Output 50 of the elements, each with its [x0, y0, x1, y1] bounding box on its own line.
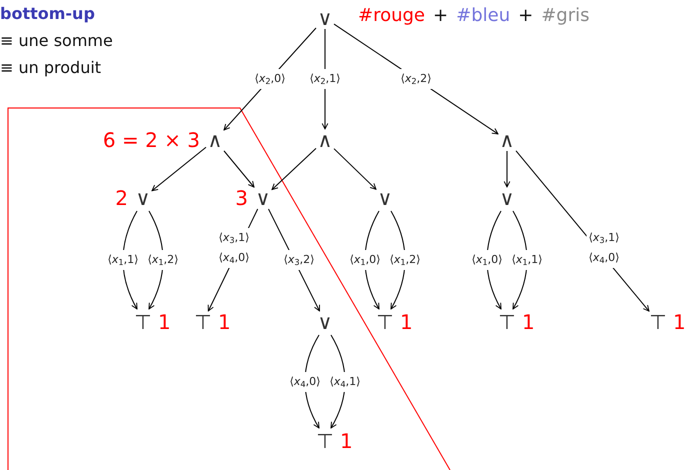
arrow: [504, 150, 510, 188]
legend-text: ≡ un produit: [0, 57, 102, 79]
edge-label: ⟨x$_{4}$,1⟩: [328, 372, 362, 392]
edge-label: ⟨x$_{1}$,2⟩: [388, 250, 422, 270]
operator-symbol: ⊤: [498, 312, 516, 332]
operator-symbol: ⊤: [134, 312, 152, 332]
count-value: 1: [673, 309, 686, 336]
color-note: #gris: [541, 4, 590, 28]
edge-label: ⟨x$_{1}$,2⟩: [146, 250, 180, 270]
legend-text: ≡ une somme: [0, 30, 113, 52]
arrow: [272, 148, 316, 190]
count-value: 2: [115, 185, 128, 212]
edge-label: ⟨x$_{3}$,2⟩: [282, 250, 316, 270]
operator-symbol: ∨: [136, 188, 150, 208]
operator-symbol: ∨: [256, 188, 270, 208]
operator-symbol: ⊤: [194, 312, 212, 332]
operator-symbol: ∨: [500, 188, 514, 208]
edge-label: ⟨x$_{2}$,2⟩: [398, 69, 434, 89]
edge-label: ⟨x$_{3}$,1⟩ ⟨x$_{4}$,0⟩: [216, 228, 252, 268]
arrow: [152, 146, 206, 192]
operator-symbol: ∨: [318, 312, 332, 332]
edge-label: ⟨x$_{1}$,0⟩: [470, 250, 504, 270]
count-value: 6 = 2 × 3: [102, 127, 200, 154]
operator-symbol: ∨: [378, 188, 392, 208]
edge-label: ⟨x$_{2}$,0⟩: [252, 69, 288, 89]
count-value: 3: [235, 185, 248, 212]
arrow: [334, 148, 376, 190]
operator-symbol: ∧: [318, 130, 332, 150]
edge-label: ⟨x$_{1}$,1⟩: [510, 250, 544, 270]
count-value: 1: [158, 309, 171, 336]
edge-label: ⟨x$_{1}$,0⟩: [348, 250, 382, 270]
operator-symbol: ∧: [500, 130, 514, 150]
count-value: 1: [400, 309, 413, 336]
edge-label: ⟨x$_{2}$,1⟩: [308, 69, 342, 89]
operator-symbol: ⊤: [376, 312, 394, 332]
operator-symbol: ⊤: [316, 431, 334, 451]
edge-label: ⟨x$_{4}$,0⟩: [288, 372, 322, 392]
heading: bottom-up: [0, 3, 96, 25]
color-note: +: [433, 4, 448, 28]
color-note: +: [518, 4, 534, 28]
count-value: 1: [218, 309, 231, 336]
color-note: #rouge: [358, 4, 426, 28]
arrow: [224, 150, 254, 188]
operator-symbol: ⊤: [649, 312, 667, 332]
edge-label: ⟨x$_{1}$,1⟩: [106, 250, 140, 270]
operator-symbol: ∨: [318, 8, 332, 28]
color-note: #bleu: [456, 4, 510, 28]
count-value: 1: [522, 309, 535, 336]
operator-symbol: ∧: [208, 130, 222, 150]
count-value: 1: [340, 428, 353, 455]
